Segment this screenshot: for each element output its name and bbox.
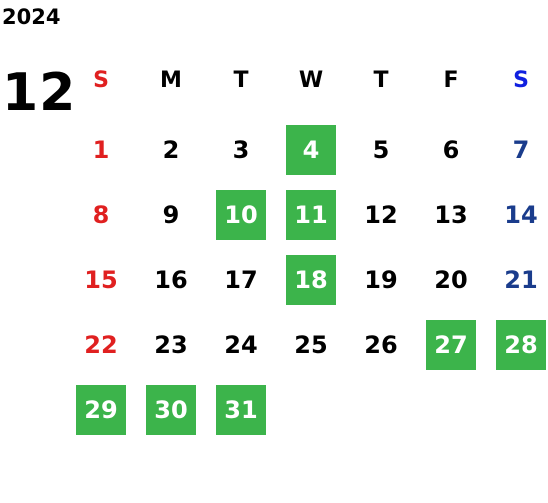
day-cell-2[interactable]: 2 bbox=[162, 136, 180, 164]
year-label: 2024 bbox=[2, 5, 61, 29]
day-cell-23[interactable]: 23 bbox=[154, 331, 188, 359]
day-cell-1[interactable]: 1 bbox=[92, 136, 110, 164]
day-cell-31[interactable]: 31 bbox=[216, 385, 266, 435]
day-cell-28[interactable]: 28 bbox=[496, 320, 546, 370]
day-cell-5[interactable]: 5 bbox=[372, 136, 390, 164]
weekday-header-fri: F bbox=[443, 67, 459, 93]
day-cell-21[interactable]: 21 bbox=[504, 266, 538, 294]
day-cell-9[interactable]: 9 bbox=[162, 201, 180, 229]
day-cell-26[interactable]: 26 bbox=[364, 331, 398, 359]
weekday-header-sun: S bbox=[93, 67, 109, 93]
day-cell-30[interactable]: 30 bbox=[146, 385, 196, 435]
day-cell-17[interactable]: 17 bbox=[224, 266, 258, 294]
day-cell-11[interactable]: 11 bbox=[286, 190, 336, 240]
day-cell-24[interactable]: 24 bbox=[224, 331, 258, 359]
day-cell-8[interactable]: 8 bbox=[92, 201, 110, 229]
day-cell-29[interactable]: 29 bbox=[76, 385, 126, 435]
day-cell-16[interactable]: 16 bbox=[154, 266, 188, 294]
month-number: 12 bbox=[2, 63, 77, 123]
day-cell-19[interactable]: 19 bbox=[364, 266, 398, 294]
weekday-header-wed: W bbox=[298, 67, 324, 93]
day-cell-15[interactable]: 15 bbox=[84, 266, 118, 294]
day-cell-3[interactable]: 3 bbox=[232, 136, 250, 164]
day-cell-22[interactable]: 22 bbox=[84, 331, 118, 359]
day-cell-7[interactable]: 7 bbox=[512, 136, 530, 164]
weekday-header-tue: T bbox=[233, 67, 249, 93]
day-cell-18[interactable]: 18 bbox=[286, 255, 336, 305]
day-cell-12[interactable]: 12 bbox=[364, 201, 398, 229]
day-cell-6[interactable]: 6 bbox=[442, 136, 460, 164]
weekday-header-sat: S bbox=[513, 67, 529, 93]
day-cell-10[interactable]: 10 bbox=[216, 190, 266, 240]
day-cell-20[interactable]: 20 bbox=[434, 266, 468, 294]
weekday-header-thu: T bbox=[373, 67, 389, 93]
day-cell-13[interactable]: 13 bbox=[434, 201, 468, 229]
day-cell-25[interactable]: 25 bbox=[294, 331, 328, 359]
day-cell-14[interactable]: 14 bbox=[504, 201, 538, 229]
day-cell-4[interactable]: 4 bbox=[286, 125, 336, 175]
day-cell-27[interactable]: 27 bbox=[426, 320, 476, 370]
weekday-header-mon: M bbox=[160, 67, 182, 93]
